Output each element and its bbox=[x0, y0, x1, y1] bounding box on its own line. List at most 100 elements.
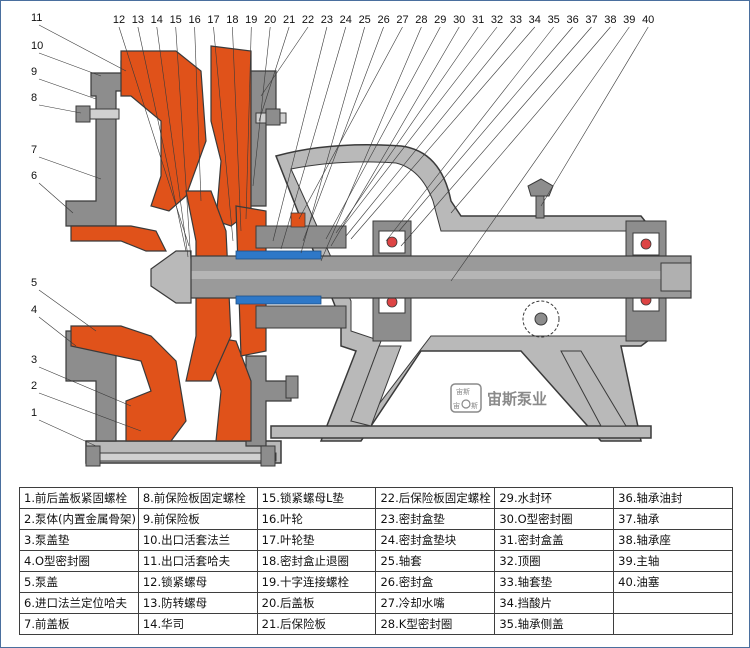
callout-leader bbox=[213, 26, 234, 242]
legend-cell: 25.轴套 bbox=[375, 550, 496, 572]
callout-leader bbox=[350, 26, 536, 240]
callout-leader bbox=[298, 26, 403, 220]
callout-leader bbox=[38, 419, 97, 447]
callout-leader bbox=[38, 52, 102, 77]
legend-cell: 35.轴承侧盖 bbox=[494, 613, 615, 635]
callout-label: 40 bbox=[642, 14, 654, 26]
callout-label: 19 bbox=[245, 14, 257, 26]
callout-leader bbox=[38, 182, 74, 214]
legend-cell: 33.轴套垫 bbox=[494, 571, 615, 593]
callout-label: 22 bbox=[302, 14, 314, 26]
callout-label: 27 bbox=[396, 14, 408, 26]
legend-cell bbox=[613, 592, 733, 614]
legend-cell: 27.冷却水嘴 bbox=[375, 592, 496, 614]
callout-label: 16 bbox=[188, 14, 200, 26]
callout-label: 15 bbox=[170, 14, 182, 26]
callout-label: 17 bbox=[207, 14, 219, 26]
legend-cell: 11.出口活套哈夫 bbox=[137, 550, 258, 572]
callout-leader bbox=[450, 26, 630, 282]
callout-label: 12 bbox=[113, 14, 125, 26]
callout-label: 39 bbox=[623, 14, 635, 26]
legend-cell: 8.前保险板固定螺栓 bbox=[137, 487, 258, 509]
callout-leader bbox=[175, 26, 192, 264]
callout-label: 7 bbox=[31, 144, 37, 156]
legend-cell: 2.泵体(内置金属骨架) bbox=[19, 508, 139, 530]
brand-name: 宙斯泵业 bbox=[487, 390, 547, 408]
callout-leader bbox=[335, 26, 479, 234]
legend-cell: 13.防转螺母 bbox=[137, 592, 258, 614]
legend-cell: 23.密封盒垫 bbox=[375, 508, 496, 530]
legend-cell: 24.密封盒垫块 bbox=[375, 529, 496, 551]
callout-leader bbox=[137, 26, 187, 252]
callout-leader bbox=[398, 26, 573, 232]
legend-cell: 30.O型密封圈 bbox=[494, 508, 615, 530]
legend-cell: 31.密封盒盖 bbox=[494, 529, 615, 551]
legend-cell: 39.主轴 bbox=[613, 550, 733, 572]
callout-leader bbox=[245, 26, 252, 220]
callout-label: 13 bbox=[132, 14, 144, 26]
callout-label: 2 bbox=[31, 380, 37, 392]
legend-cell bbox=[613, 613, 733, 635]
legend-cell: 5.泵盖 bbox=[19, 571, 139, 593]
callout-leader bbox=[450, 26, 611, 214]
legend-cell: 4.O型密封圈 bbox=[19, 550, 139, 572]
callout-label: 30 bbox=[453, 14, 465, 26]
callout-leader bbox=[340, 26, 498, 230]
callout-leader bbox=[38, 366, 132, 407]
callout-leader bbox=[272, 26, 328, 242]
callout-label: 3 bbox=[31, 354, 37, 366]
callout-label: 14 bbox=[151, 14, 163, 26]
callout-label: 20 bbox=[264, 14, 276, 26]
callout-label: 28 bbox=[415, 14, 427, 26]
callout-label: 37 bbox=[585, 14, 597, 26]
callout-leader bbox=[38, 156, 102, 180]
callout-leader bbox=[194, 26, 202, 202]
callout-label: 34 bbox=[529, 14, 541, 26]
legend-cell: 1.前后盖板紧固螺栓 bbox=[19, 487, 139, 509]
callout-leader bbox=[156, 26, 189, 258]
legend-cell: 37.轴承 bbox=[613, 508, 733, 530]
callout-label: 31 bbox=[472, 14, 484, 26]
legend-cell: 16.叶轮 bbox=[256, 508, 377, 530]
callout-leader bbox=[345, 26, 517, 237]
legend-cell: 3.泵盖垫 bbox=[19, 529, 139, 551]
legend-cell: 17.叶轮垫 bbox=[256, 529, 377, 551]
legend-cell: 15.锁紧螺母L垫 bbox=[256, 487, 377, 509]
callout-leader bbox=[320, 26, 422, 262]
callout-label: 25 bbox=[359, 14, 371, 26]
callout-label: 33 bbox=[510, 14, 522, 26]
callout-label: 18 bbox=[226, 14, 238, 26]
callout-label: 6 bbox=[31, 170, 37, 182]
legend-cell: 14.华司 bbox=[137, 613, 258, 635]
callout-label: 5 bbox=[31, 277, 37, 289]
legend-cell: 32.顶圈 bbox=[494, 550, 615, 572]
pump-cross-section-diagram: 宙斯 宙 斯 宙斯泵业 1213141516171819202122232425… bbox=[31, 12, 692, 467]
legend-cell: 36.轴承油封 bbox=[613, 487, 733, 509]
legend-cell: 18.密封盒止退圈 bbox=[256, 550, 377, 572]
callout-leader bbox=[300, 26, 365, 254]
callout-leader bbox=[38, 392, 142, 432]
legend-cell: 34.挡酸片 bbox=[494, 592, 615, 614]
main-shaft bbox=[150, 212, 692, 338]
callout-leader bbox=[38, 78, 97, 100]
legend-cell: 6.进口法兰定位哈夫 bbox=[19, 592, 139, 614]
callout-label: 8 bbox=[31, 92, 37, 104]
logo-bottom-right: 斯 bbox=[471, 401, 478, 410]
callout-label: 9 bbox=[31, 66, 37, 78]
legend-cell: 20.后盖板 bbox=[256, 592, 377, 614]
callout-label: 32 bbox=[491, 14, 503, 26]
callout-label: 29 bbox=[434, 14, 446, 26]
bolts bbox=[75, 105, 299, 467]
legend-cell: 26.密封盒 bbox=[375, 571, 496, 593]
callout-label: 26 bbox=[377, 14, 389, 26]
callout-label: 1 bbox=[31, 407, 37, 419]
callout-leader bbox=[540, 26, 649, 207]
callout-leader bbox=[38, 316, 77, 347]
